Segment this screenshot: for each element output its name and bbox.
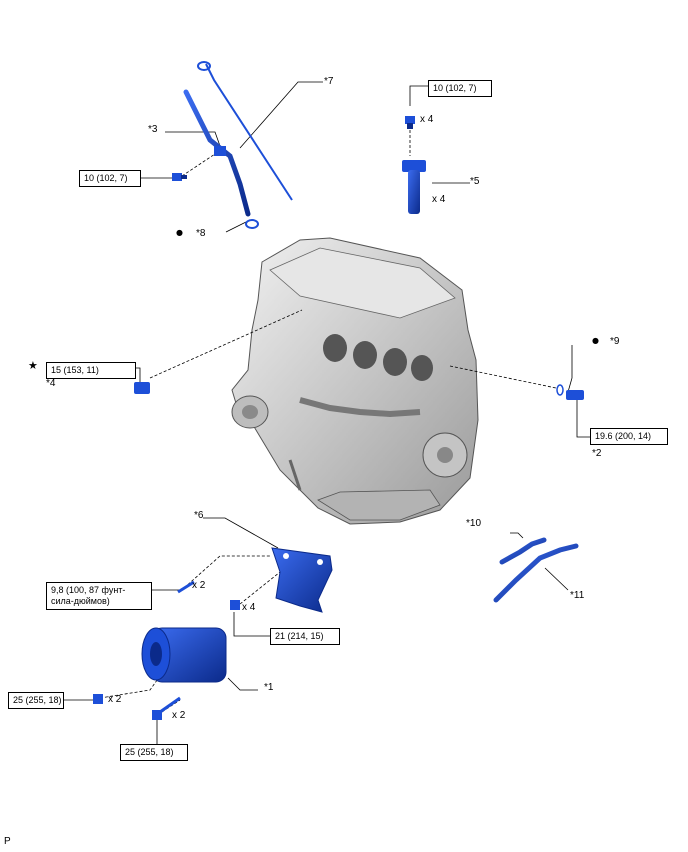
quantity-label: x 2 [108, 694, 122, 705]
bracket-bolt [230, 600, 240, 610]
callout-label: *9 [610, 336, 620, 347]
torque-spec: 21 (214, 15) [270, 628, 340, 645]
torque-spec: 15 (153, 11) [46, 362, 136, 379]
compressor-bolt [152, 696, 181, 720]
callout-label: *7 [324, 76, 334, 87]
torque-spec: 25 (255, 18) [8, 692, 64, 709]
star-symbol: ★ [28, 359, 38, 372]
callout-label: *1 [264, 682, 274, 693]
torque-spec: 19.6 (200, 14) [590, 428, 668, 445]
callout-label: *10 [466, 518, 482, 529]
page-code: P [4, 836, 11, 847]
bolt-guide [172, 173, 187, 181]
callout-label: *8 [196, 228, 206, 239]
callout-label: *3 [148, 124, 158, 135]
nut [93, 694, 103, 704]
hose-10 [499, 537, 547, 565]
quantity-label: x 4 [420, 114, 434, 125]
callout-label: *11 [570, 590, 585, 601]
dot-symbol: ● [592, 336, 599, 345]
quantity-label: x 4 [242, 602, 256, 613]
compressor-bracket [271, 547, 333, 613]
quantity-label: x 2 [172, 710, 186, 721]
quantity-label: x 2 [192, 580, 206, 591]
sensor-4 [134, 382, 150, 394]
dipstick-guide [183, 89, 251, 217]
dot-symbol: ● [176, 228, 183, 237]
callout-label: *4 [46, 378, 56, 389]
engine-assembly [231, 237, 479, 525]
bolt-coil [405, 116, 415, 129]
gasket-9 [556, 384, 564, 396]
quantity-label: x 4 [432, 194, 446, 205]
torque-spec: 25 (255, 18) [120, 744, 188, 761]
dashed-lines [99, 130, 557, 713]
o-ring-8 [245, 219, 259, 229]
stud [177, 580, 195, 594]
ignition-coil [402, 160, 426, 214]
sensor-2 [566, 390, 584, 400]
ac-compressor [141, 627, 227, 683]
torque-spec: 10 (102, 7) [428, 80, 492, 97]
callout-label: *5 [470, 176, 480, 187]
torque-spec: 10 (102, 7) [79, 170, 141, 187]
callout-label: *2 [592, 448, 602, 459]
callout-label: *6 [194, 510, 204, 521]
oil-dipstick [197, 61, 293, 201]
hose-11 [493, 543, 579, 603]
torque-spec: 9,8 (100, 87 фунт-сила-дюймов) [46, 582, 152, 610]
